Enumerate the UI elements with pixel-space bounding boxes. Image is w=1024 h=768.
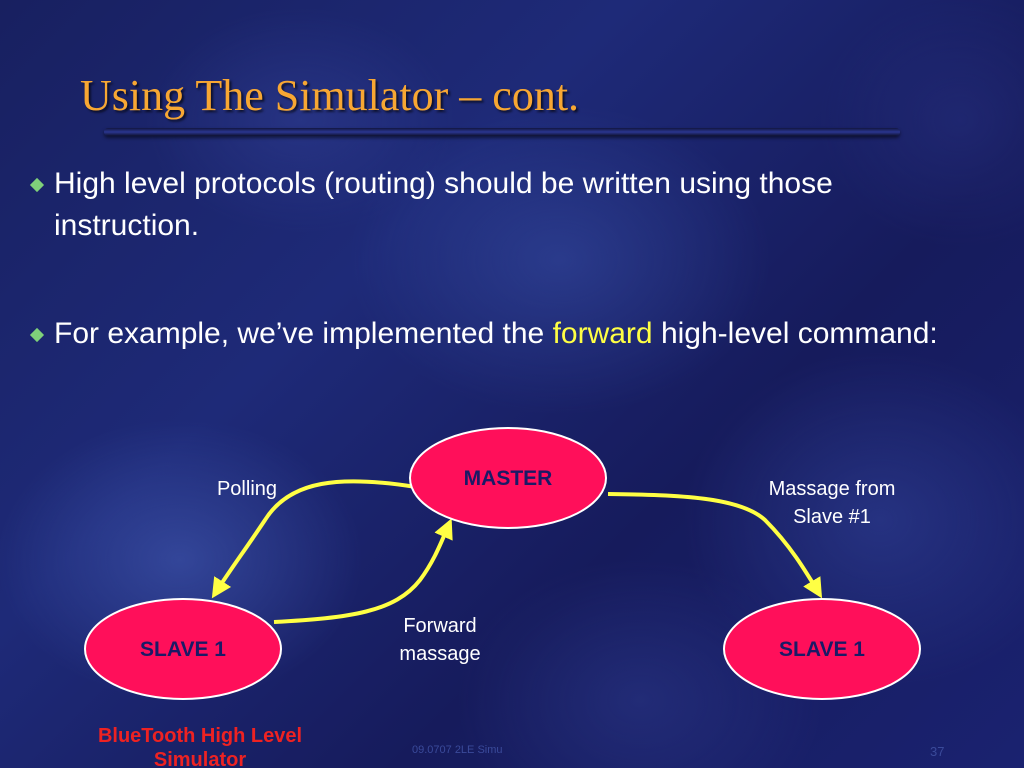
message-from-slave-arrow (607, 492, 823, 599)
page-number: 37 (930, 744, 945, 759)
footer-center-text: 09.0707 2LE Simu (412, 744, 503, 756)
forward-label-line2: massage (399, 643, 480, 665)
slave-left-label: SLAVE 1 (140, 638, 226, 661)
polling-arrow (211, 479, 417, 599)
footer-course-title: BlueTooth High Level Simulator (97, 725, 303, 768)
slave-right-node: SLAVE 1 (723, 598, 921, 700)
bullet-text: High level protocols (routing) should be… (54, 167, 833, 242)
master-label: MASTER (464, 467, 553, 490)
title-underline (104, 128, 900, 136)
message-from-label-line1: Massage from (769, 478, 896, 500)
bullet-item: High level protocols (routing) should be… (29, 163, 984, 247)
bullet-text-before: For example, we’ve implemented the (54, 317, 553, 350)
slave-left-node: SLAVE 1 (84, 598, 282, 700)
forward-message-arrow (273, 518, 453, 624)
polling-label: Polling (217, 478, 277, 500)
slave-right-label: SLAVE 1 (779, 638, 865, 661)
bullet-text-after: high-level command: (652, 317, 938, 350)
slide-title: Using The Simulator – cont. (80, 71, 580, 120)
bullet-item: For example, we’ve implemented the forwa… (29, 313, 984, 355)
master-node: MASTER (409, 427, 607, 529)
message-from-label-line2: Slave #1 (793, 506, 871, 528)
highlight-forward: forward (552, 317, 653, 350)
forward-label-line1: Forward (403, 615, 476, 637)
